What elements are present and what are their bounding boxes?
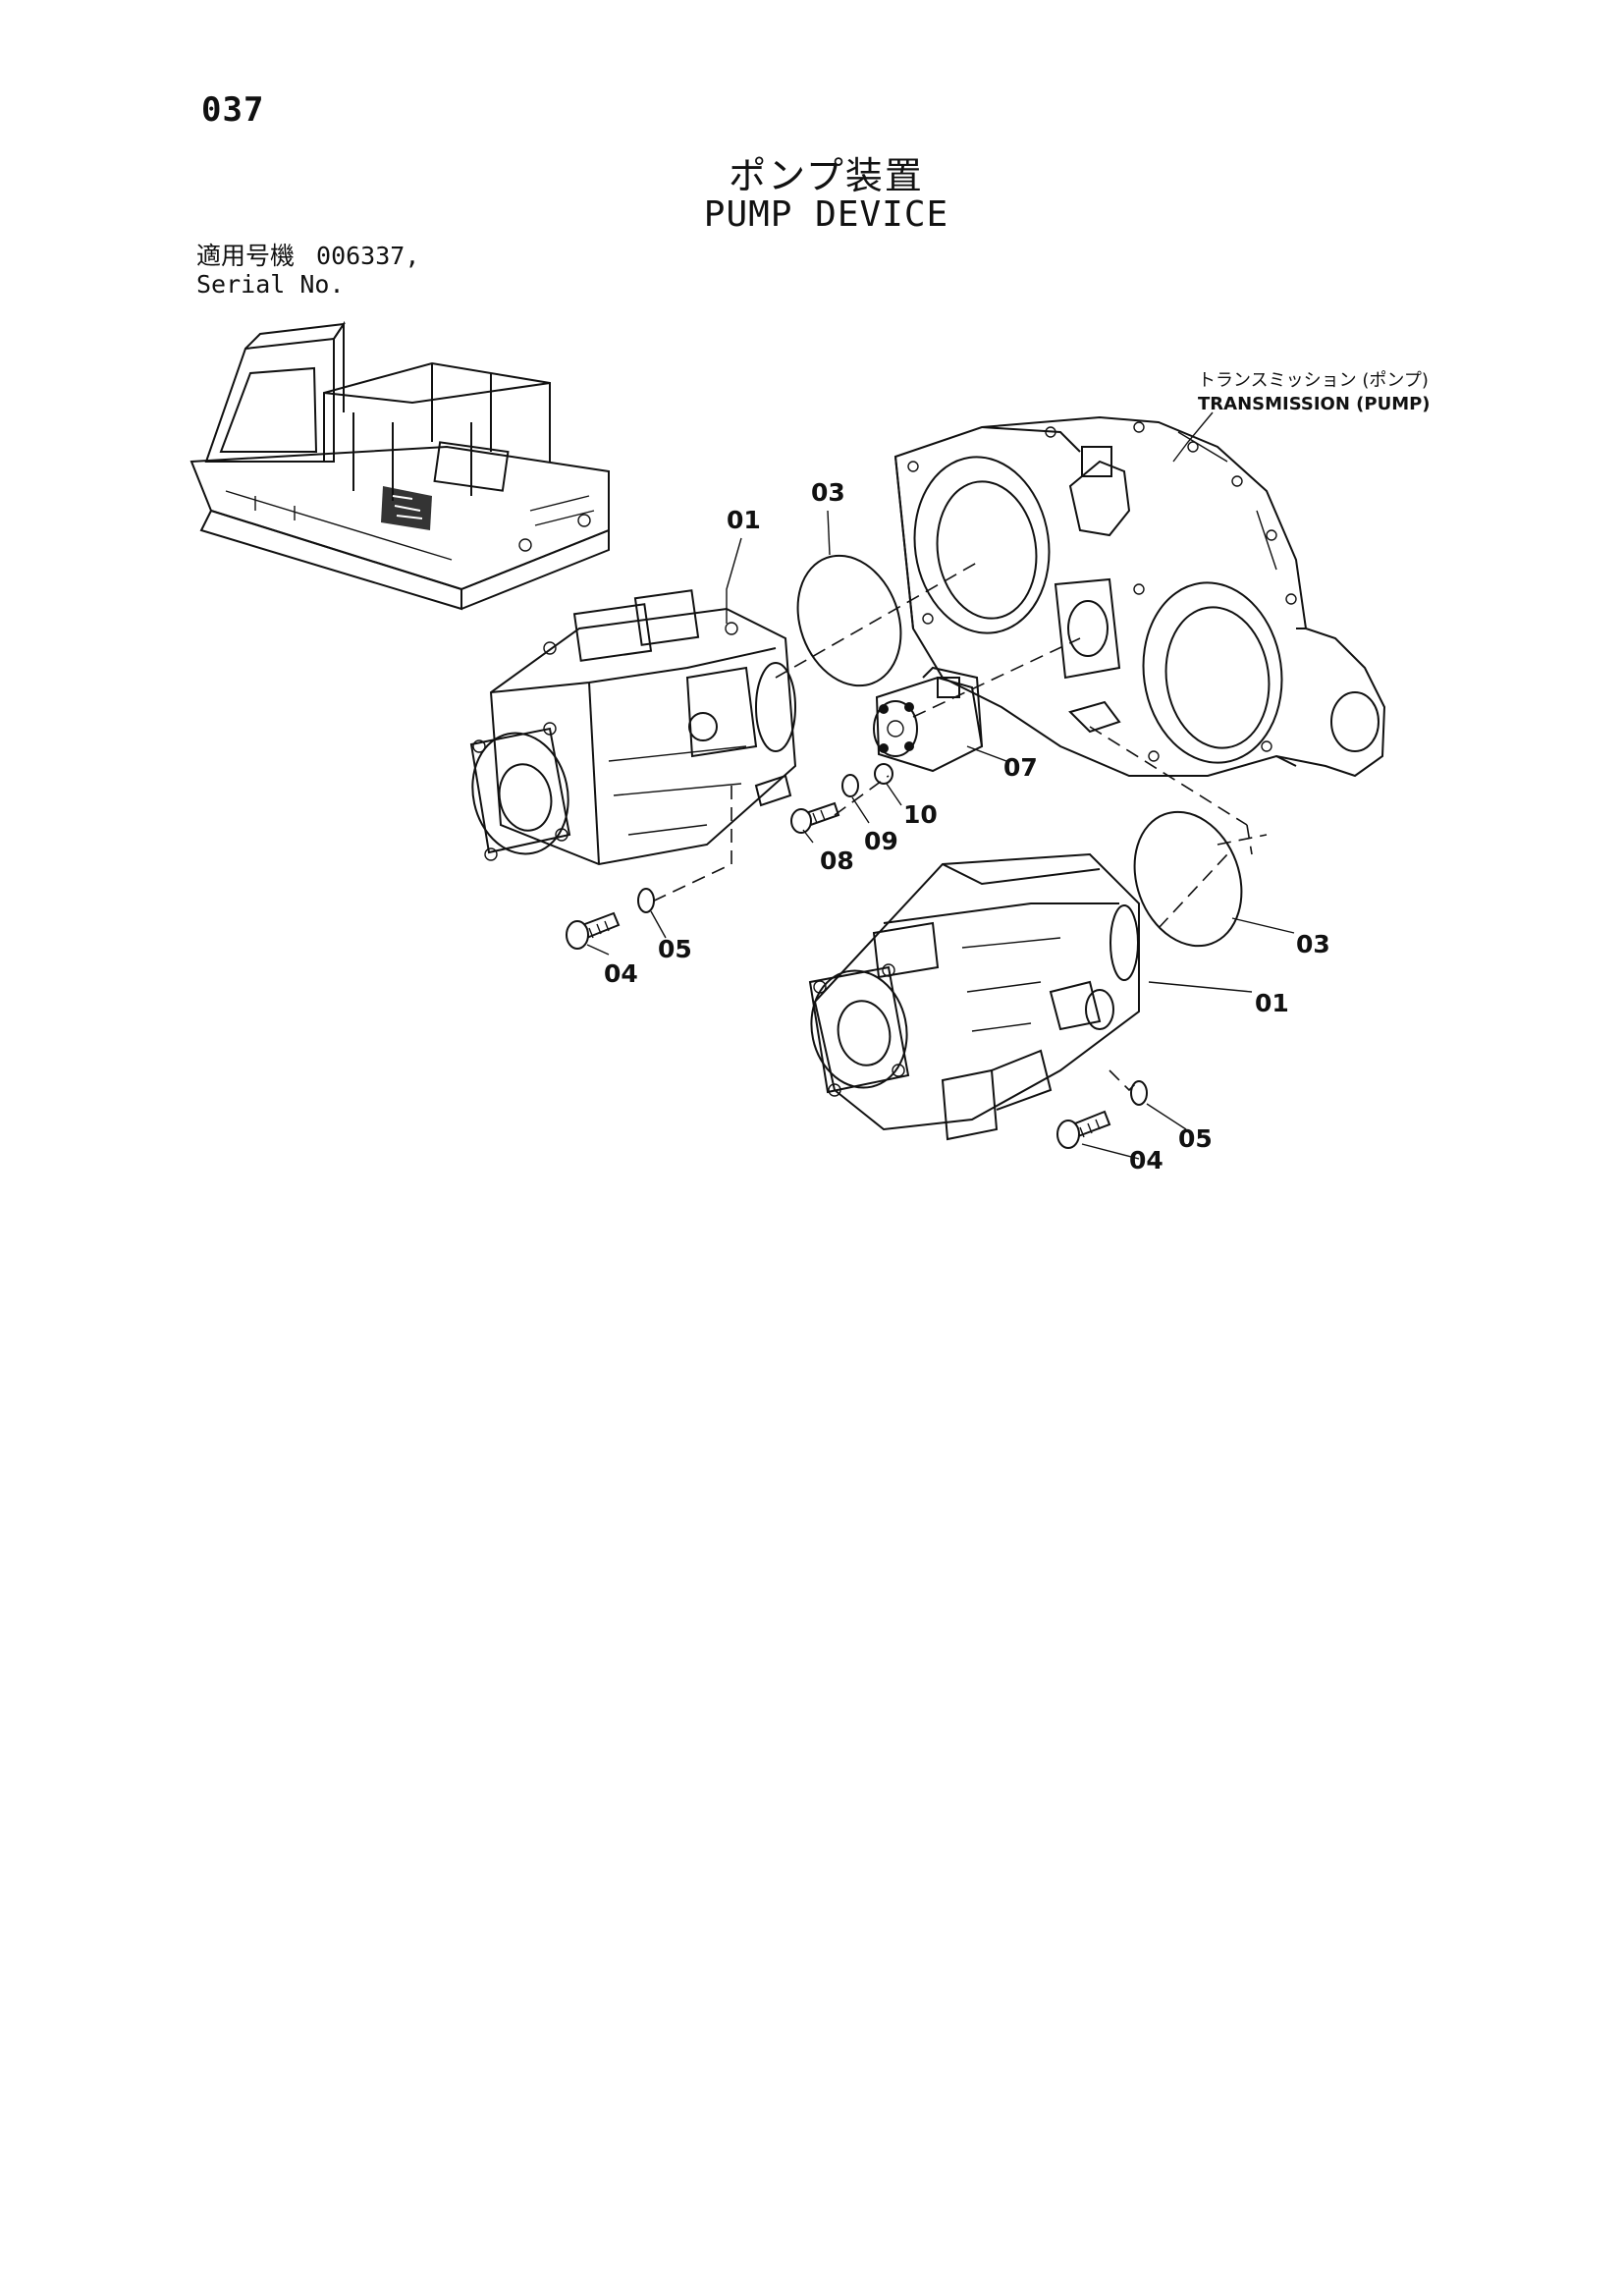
serial-row-jp: 適用号機 006337,: [196, 242, 419, 270]
transmission-label-jp: トランスミッション (ポンプ): [1198, 370, 1429, 391]
callout-lower-oring: 03: [1296, 930, 1330, 958]
excavator-location-illustration: [189, 320, 610, 611]
callout-lower-bolt: 04: [1129, 1146, 1163, 1175]
callout-small-washer-09: 09: [864, 827, 898, 855]
callout-small-washer-10: 10: [903, 800, 938, 829]
transmission-housing: [893, 415, 1386, 778]
callout-upper-bolt: 04: [604, 959, 638, 988]
serial-label-jp: 適用号機: [196, 242, 296, 270]
small-gear-pump: [873, 666, 984, 773]
lower-washer: [1130, 1080, 1148, 1106]
callout-upper-washer: 05: [658, 935, 692, 963]
callout-small-pump: 07: [1003, 753, 1038, 782]
small-pump-bolt: [790, 801, 840, 834]
page-number: 037: [201, 90, 265, 130]
page-title-jp: ポンプ装置: [729, 154, 924, 197]
assembly-center-lines: [647, 559, 1268, 1092]
callout-lower-pump: 01: [1255, 989, 1289, 1017]
callout-small-bolt: 08: [820, 847, 854, 875]
callout-upper-oring: 03: [811, 478, 845, 507]
upper-main-pump: [469, 589, 797, 866]
page-title-en: PUMP DEVICE: [703, 194, 949, 235]
small-washer-10: [874, 763, 893, 785]
upper-bolt: [566, 911, 621, 950]
serial-label-en: Serial No.: [196, 270, 345, 299]
callout-upper-pump: 01: [727, 506, 761, 534]
callout-lower-washer: 05: [1178, 1124, 1213, 1153]
upper-o-ring: [796, 554, 902, 687]
serial-number-block: 適用号機 006337, Serial No.: [196, 242, 419, 299]
serial-value: 006337,: [316, 242, 420, 270]
callout-leader-lines: [586, 510, 1295, 1160]
upper-washer: [637, 888, 655, 913]
lower-bolt: [1056, 1110, 1111, 1149]
transmission-label-en: TRANSMISSION (PUMP): [1198, 394, 1431, 414]
lower-main-pump: [808, 852, 1140, 1141]
lower-o-ring: [1133, 810, 1243, 948]
small-washer-09: [841, 774, 859, 797]
transmission-leader-line: [1172, 411, 1214, 463]
